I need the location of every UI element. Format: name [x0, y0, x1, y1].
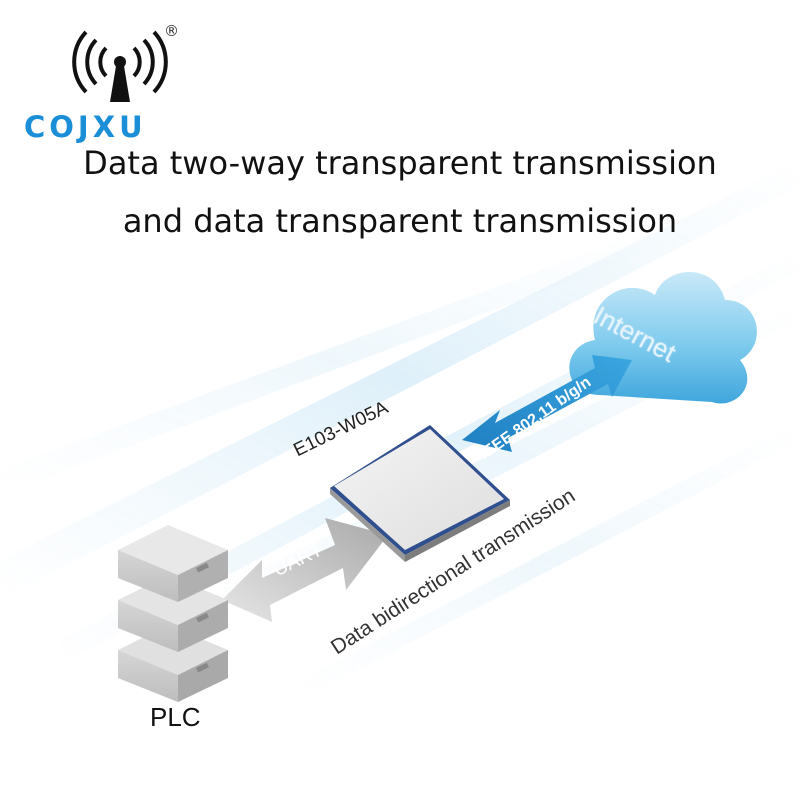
brand-name: COJXU	[24, 110, 147, 144]
registered-mark: ®	[164, 22, 179, 40]
plc-device-icon	[118, 525, 228, 702]
wifi-link-arrow	[462, 355, 632, 452]
uart-link-arrow	[222, 518, 388, 622]
plc-label: PLC	[150, 702, 201, 732]
antenna-signal-icon	[72, 30, 168, 102]
page-title-line-2: and data transparent transmission	[122, 202, 678, 240]
wifi-module-chip	[330, 425, 510, 562]
page-title-line-1: Data two-way transparent transmission	[83, 144, 717, 182]
brand-logo: ® COJXU	[24, 20, 179, 144]
